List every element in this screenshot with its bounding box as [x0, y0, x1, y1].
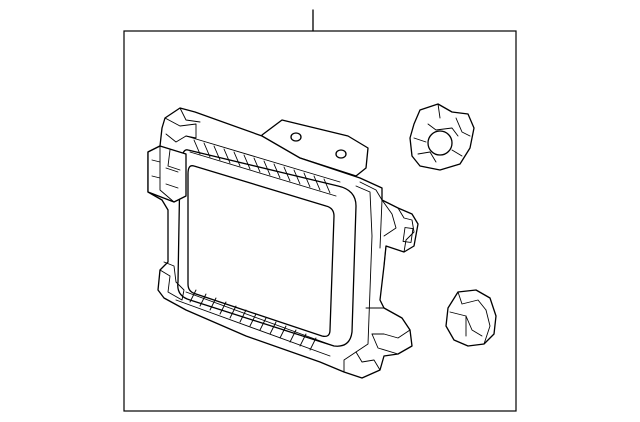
diagram-frame: [123, 30, 517, 412]
radar-sensor-unit: [147, 107, 419, 379]
lower-right-foot: [343, 307, 411, 373]
mounting-hole-left: [290, 132, 302, 142]
lower-clip: [445, 289, 497, 347]
left-connector-block: [147, 145, 187, 203]
upper-clip: [409, 103, 475, 171]
right-connector: [381, 199, 415, 267]
top-vent-ribs: [185, 135, 341, 197]
sensor-housing: [147, 107, 419, 379]
upper-clip-hole: [427, 130, 453, 156]
mounting-hole-right: [335, 149, 347, 159]
bottom-vent-ribs: [175, 289, 335, 357]
